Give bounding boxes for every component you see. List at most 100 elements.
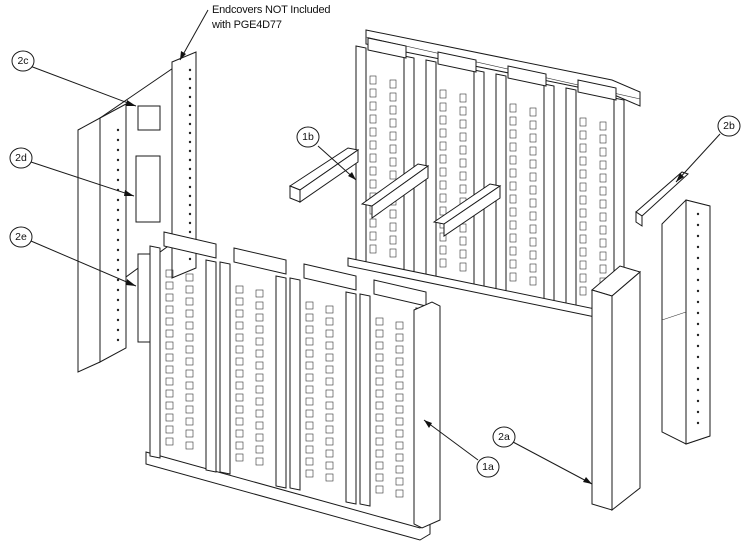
rear-port (599, 134, 607, 144)
mount-hole (188, 176, 192, 180)
callout-2b: 2b (675, 115, 741, 183)
front-port (235, 453, 244, 462)
front-port (375, 389, 384, 398)
mount-hole (188, 140, 192, 144)
rear-upright (543, 83, 555, 303)
front-port (165, 425, 174, 434)
rear-port (529, 172, 537, 182)
rear-port (599, 225, 607, 235)
front-port (165, 389, 174, 398)
front-port (255, 433, 264, 442)
mount-hole (696, 377, 700, 381)
mount-hole (188, 185, 192, 189)
rear-port (439, 115, 447, 125)
rear-port (369, 75, 377, 85)
mount-hole (696, 300, 700, 304)
callout-2e: 2e (9, 226, 137, 287)
rear-port (389, 131, 397, 141)
rear-port (369, 114, 377, 124)
callout-2c: 2c (11, 50, 137, 107)
mount-hole (696, 421, 700, 425)
front-port (395, 369, 404, 378)
callout-2a-label: 2a (498, 431, 510, 443)
mount-hole (188, 131, 192, 135)
front-top-trough (233, 247, 287, 275)
front-port (185, 417, 194, 426)
rear-port (579, 130, 587, 140)
rear-port (459, 171, 467, 181)
front-port (325, 365, 334, 374)
front-port (255, 445, 264, 454)
rear-port (389, 144, 397, 154)
callout-2d-label: 2d (15, 152, 27, 164)
rear-port (529, 224, 537, 234)
front-port (305, 313, 314, 322)
front-port (165, 317, 174, 326)
front-port (235, 285, 244, 294)
mount-hole (188, 149, 192, 153)
mount-hole (188, 158, 192, 162)
mount-hole (116, 208, 120, 212)
mount-hole (696, 311, 700, 315)
rear-port (509, 142, 517, 152)
front-port (325, 401, 334, 410)
rear-port (579, 143, 587, 153)
mount-hole (188, 203, 192, 207)
front-port (235, 369, 244, 378)
rear-port (389, 222, 397, 232)
front-port (255, 457, 264, 466)
front-upright (275, 275, 287, 489)
front-port (255, 385, 264, 394)
mount-hole (188, 257, 192, 261)
cable-trough-1b (288, 147, 360, 203)
front-port (395, 465, 404, 474)
mount-hole (188, 167, 192, 171)
rear-port (459, 119, 467, 129)
mount-hole (188, 77, 192, 81)
front-port (395, 321, 404, 330)
panel-2c (137, 105, 161, 131)
rear-port (389, 79, 397, 89)
mount-hole (696, 245, 700, 249)
front-port (235, 381, 244, 390)
front-port (185, 333, 194, 342)
rear-port (529, 120, 537, 130)
front-port (375, 341, 384, 350)
front-port (165, 413, 174, 422)
rear-port (439, 128, 447, 138)
rear-port (579, 221, 587, 231)
front-port (375, 353, 384, 362)
rear-port (599, 264, 607, 274)
rear-port (579, 208, 587, 218)
rear-port (439, 193, 447, 203)
mount-hole (116, 168, 120, 172)
front-port (235, 429, 244, 438)
front-port (325, 377, 334, 386)
rear-port (579, 117, 587, 127)
front-upright (289, 277, 301, 491)
rear-port (529, 159, 537, 169)
rear-port (509, 103, 517, 113)
front-port (235, 441, 244, 450)
rear-port (599, 199, 607, 209)
front-port (305, 385, 314, 394)
front-port (325, 389, 334, 398)
rear-port (509, 129, 517, 139)
front-port (395, 393, 404, 402)
front-port (375, 449, 384, 458)
rear-port (369, 127, 377, 137)
front-port (395, 429, 404, 438)
panel-2d (135, 155, 161, 223)
front-port (305, 397, 314, 406)
rear-port (459, 249, 467, 259)
front-port (235, 417, 244, 426)
callout-2b-label: 2b (723, 120, 735, 132)
callout-2a: 2a (492, 426, 593, 485)
rear-port (599, 251, 607, 261)
right-endcover-assembly (590, 171, 711, 512)
mount-hole (188, 113, 192, 117)
front-top-trough (163, 231, 217, 259)
front-port (305, 421, 314, 430)
mount-hole (116, 268, 120, 272)
